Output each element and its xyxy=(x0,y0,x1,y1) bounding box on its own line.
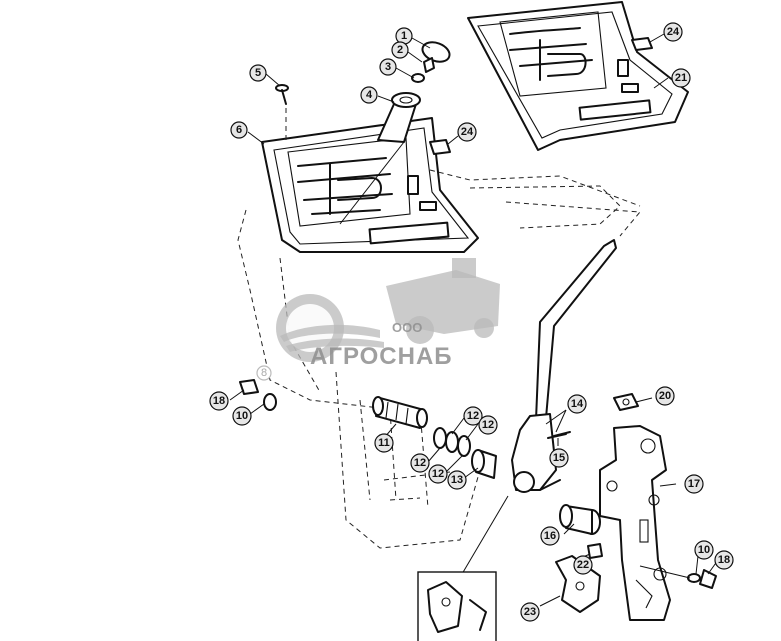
callout-18-left: 18 xyxy=(209,391,229,411)
callout-10-right: 10 xyxy=(694,540,714,560)
clip-24-middle xyxy=(429,135,459,155)
callout-23: 23 xyxy=(520,602,540,622)
shift-plate-upper xyxy=(467,1,689,151)
screw-18-left xyxy=(239,379,277,411)
pin-15 xyxy=(553,431,571,437)
callout-15: 15 xyxy=(549,448,569,468)
gear-logo-icon xyxy=(276,294,384,362)
svg-text:12: 12 xyxy=(482,419,494,431)
screw-5 xyxy=(275,84,289,144)
svg-text:24: 24 xyxy=(461,126,474,138)
callout-20: 20 xyxy=(655,386,675,406)
harvester-icon xyxy=(386,258,500,344)
svg-text:23: 23 xyxy=(524,606,536,618)
callout-18-right: 18 xyxy=(714,550,734,570)
svg-text:16: 16 xyxy=(544,530,556,542)
callout-12a: 12 xyxy=(463,406,483,426)
svg-text:12: 12 xyxy=(432,468,444,480)
callout-3: 3 xyxy=(379,58,397,76)
bushing-13 xyxy=(471,449,497,479)
callout-21: 21 xyxy=(671,68,691,88)
svg-text:8: 8 xyxy=(261,367,267,379)
nut-20 xyxy=(613,393,639,411)
callout-6: 6 xyxy=(230,121,248,139)
bracket-17 xyxy=(599,425,671,621)
svg-text:3: 3 xyxy=(385,61,391,73)
cab-outline xyxy=(237,169,642,549)
callout-4: 4 xyxy=(360,86,378,104)
washers-12 xyxy=(433,427,471,457)
svg-text:22: 22 xyxy=(577,559,589,571)
svg-text:11: 11 xyxy=(378,437,390,449)
lever-knob xyxy=(411,41,451,83)
svg-text:17: 17 xyxy=(688,478,700,490)
callout-11: 11 xyxy=(374,433,394,453)
svg-text:21: 21 xyxy=(675,72,687,84)
svg-text:15: 15 xyxy=(553,452,565,464)
svg-text:2: 2 xyxy=(397,44,403,56)
svg-text:24: 24 xyxy=(667,26,680,38)
spacer-11 xyxy=(372,396,428,429)
svg-text:14: 14 xyxy=(571,398,584,410)
screw-18-right xyxy=(639,565,717,589)
svg-text:10: 10 xyxy=(236,410,248,422)
callout-10-left: 10 xyxy=(232,406,252,426)
callout-24-upper: 24 xyxy=(663,22,683,42)
callout-17: 17 xyxy=(684,474,704,494)
watermark: ООО АГРОСНАБ xyxy=(276,258,500,370)
clip-24-upper xyxy=(631,33,665,51)
callout-12b: 12 xyxy=(478,415,498,435)
callout-16: 16 xyxy=(540,526,560,546)
callout-8: 8 xyxy=(256,365,272,381)
detail-inset xyxy=(417,571,497,641)
svg-text:18: 18 xyxy=(718,554,730,566)
svg-text:10: 10 xyxy=(698,544,710,556)
watermark-prefix: ООО xyxy=(392,320,422,335)
callout-12c: 12 xyxy=(410,453,430,473)
callout-2: 2 xyxy=(391,41,409,59)
shift-lever xyxy=(461,239,617,575)
svg-text:12: 12 xyxy=(414,457,426,469)
callout-13: 13 xyxy=(447,470,467,490)
callout-24-middle: 24 xyxy=(457,122,477,142)
svg-text:4: 4 xyxy=(366,89,373,101)
svg-text:20: 20 xyxy=(659,390,671,402)
svg-text:6: 6 xyxy=(236,124,242,136)
callout-22: 22 xyxy=(573,555,593,575)
callout-5: 5 xyxy=(249,64,267,82)
bushing-16 xyxy=(559,504,601,535)
callout-12d: 12 xyxy=(428,464,448,484)
lever-boot xyxy=(339,92,421,225)
svg-text:18: 18 xyxy=(213,395,225,407)
bolt-22 xyxy=(587,543,603,559)
svg-text:13: 13 xyxy=(451,474,463,486)
callout-14: 14 xyxy=(567,394,587,414)
svg-text:5: 5 xyxy=(255,67,261,79)
svg-text:1: 1 xyxy=(401,30,407,42)
watermark-company: АГРОСНАБ xyxy=(310,343,453,370)
svg-text:12: 12 xyxy=(467,410,479,422)
